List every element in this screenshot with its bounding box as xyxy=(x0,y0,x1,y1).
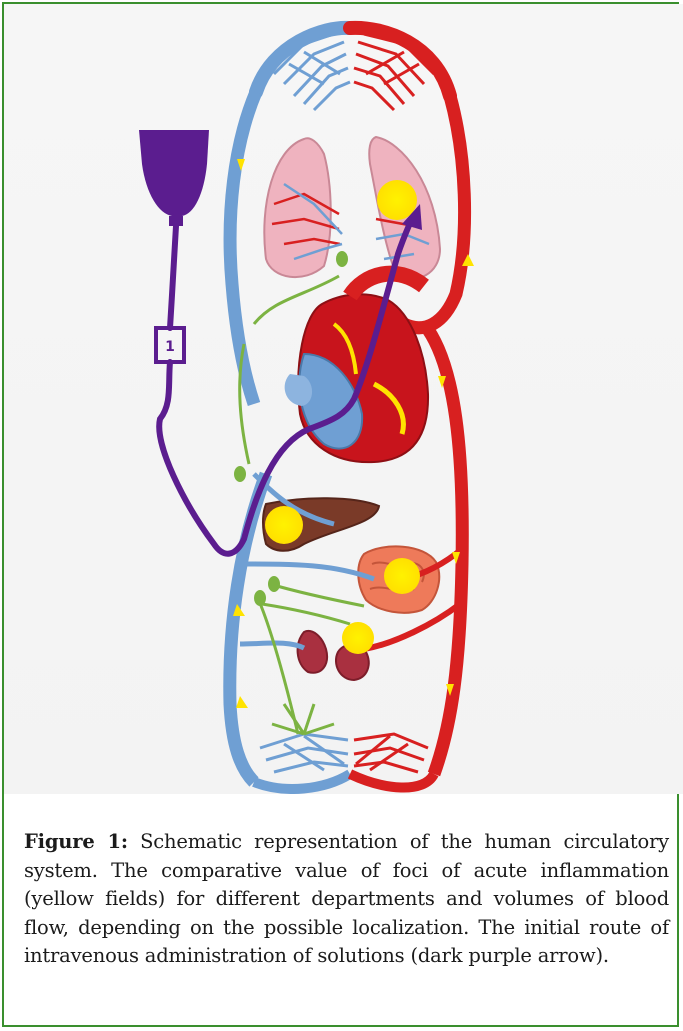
caption-label: Figure 1: xyxy=(24,830,128,853)
head-capillary-bed xyxy=(256,28,450,110)
circulatory-system-illustration: 1 xyxy=(4,4,683,794)
figure-caption: Figure 1: Schematic representation of th… xyxy=(24,828,669,971)
kidney-inflammation-focus xyxy=(342,622,374,654)
liver-inflammation-focus xyxy=(265,506,303,544)
circulatory-diagram: 1 xyxy=(4,4,683,794)
drip-chamber-mark: 1 xyxy=(165,339,175,355)
intestine-inflammation-focus xyxy=(384,558,420,594)
heart xyxy=(285,274,428,462)
descending-aorta xyxy=(424,324,462,774)
lower-body-capillary-bed xyxy=(254,734,434,789)
